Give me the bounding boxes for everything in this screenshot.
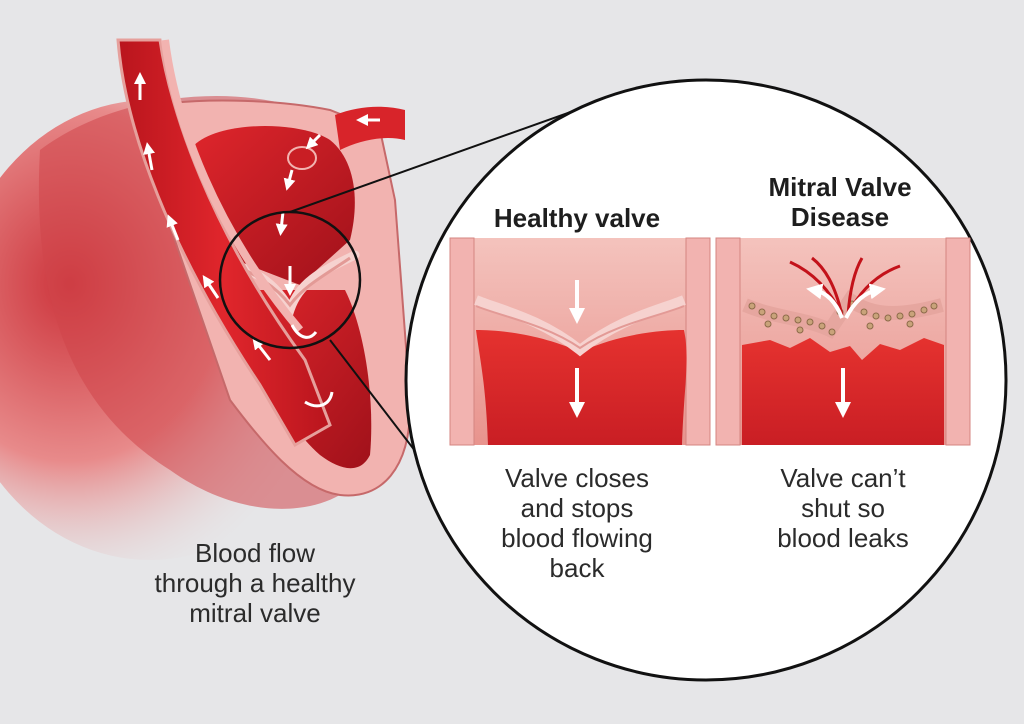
- disease-valve-caption: Valve can’t shut so blood leaks: [777, 463, 909, 553]
- disease-valve-title: Mitral Valve Disease: [768, 172, 912, 232]
- zoom-panel: [404, 78, 1008, 682]
- diseased-valve-illustration: [715, 237, 971, 446]
- flow-arrows-heart: [134, 72, 380, 361]
- healthy-valve-title: Healthy valve: [493, 203, 661, 233]
- healthy-valve-caption: Valve closes and stops blood flowing bac…: [501, 463, 653, 583]
- heart-illustration: [0, 38, 412, 560]
- healthy-valve-illustration: [449, 237, 711, 446]
- left-caption: Blood flow through a healthy mitral valv…: [154, 538, 356, 628]
